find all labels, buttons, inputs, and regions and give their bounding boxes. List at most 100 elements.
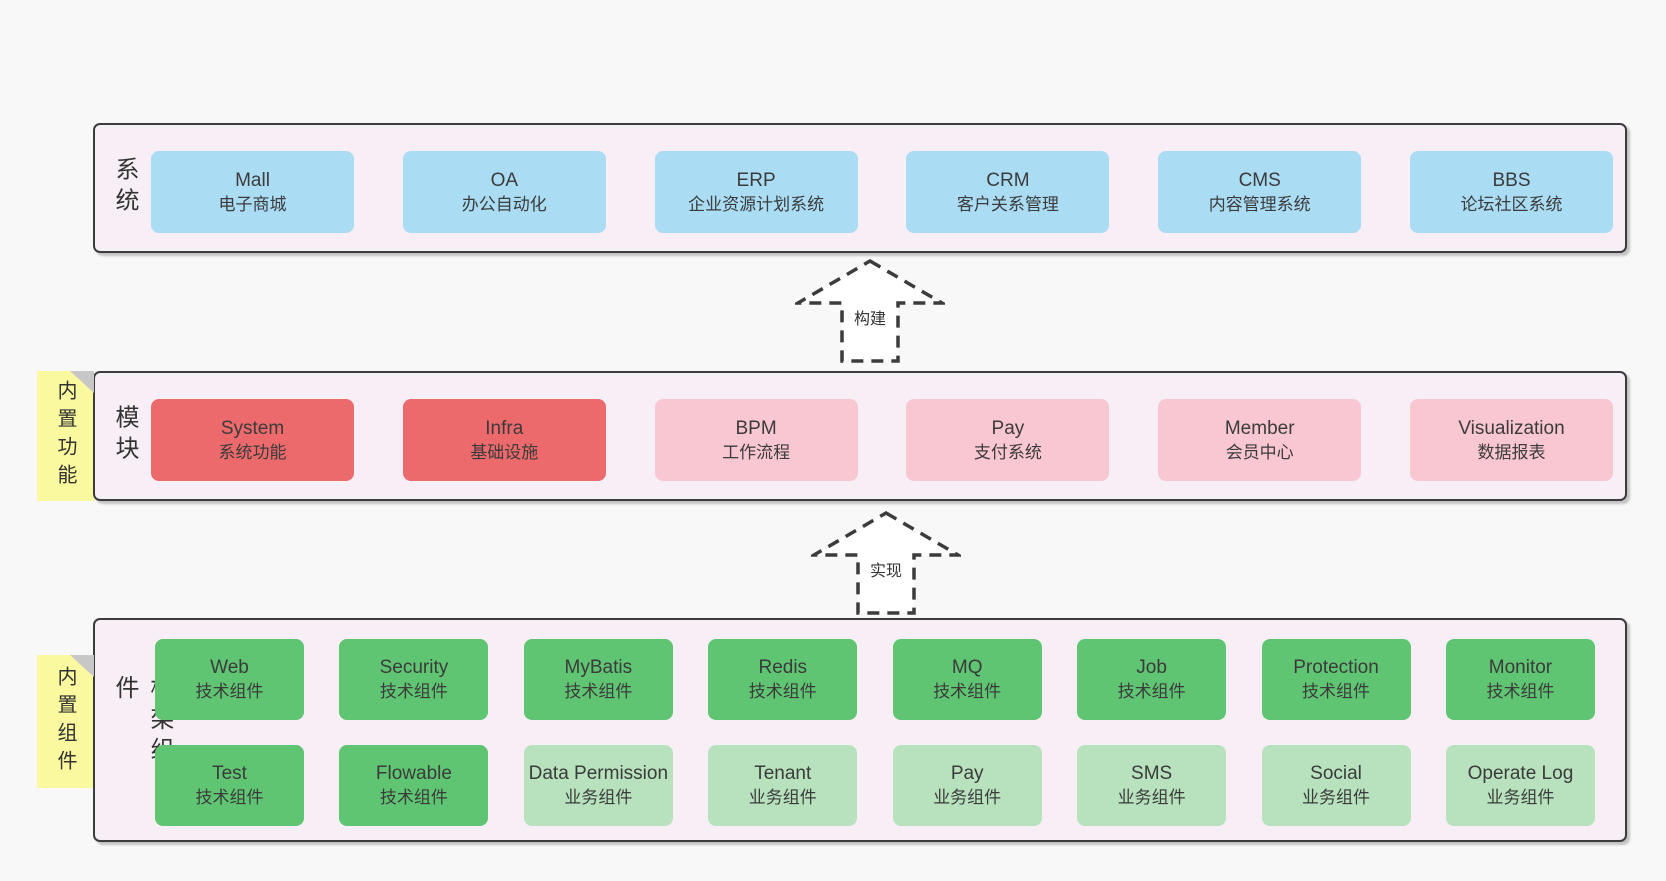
box-title: Operate Log	[1467, 763, 1574, 784]
box-title: OA	[490, 169, 519, 191]
box-title: Job	[1136, 657, 1167, 678]
arrow-implement: 实现	[811, 510, 961, 616]
box-subtitle: 办公自动化	[461, 194, 547, 214]
box-title: CMS	[1238, 169, 1281, 191]
box-monitor: Monitor 技术组件	[1445, 639, 1595, 720]
box-title: Security	[379, 657, 449, 678]
box-subtitle: 业务组件	[564, 788, 633, 807]
box-data-permission: Data Permission 业务组件	[523, 745, 673, 826]
box-subtitle: 技术组件	[379, 788, 448, 807]
box-title: Redis	[758, 657, 808, 678]
framework-components-rows: Web 技术组件 Security 技术组件 MyBatis 技术组件 Redi…	[155, 639, 1595, 826]
box-title: BBS	[1492, 169, 1531, 191]
box-mall: Mall 电子商城	[151, 151, 354, 233]
box-pay: Pay 支付系统	[906, 399, 1110, 481]
box-flowable: Flowable 技术组件	[339, 745, 489, 826]
box-subtitle: 电子商城	[218, 194, 287, 214]
framework-row-2: Test 技术组件 Flowable 技术组件 Data Permission …	[155, 745, 1595, 826]
box-subtitle: 技术组件	[748, 682, 817, 701]
box-cms: CMS 内容管理系统	[1158, 151, 1362, 233]
sticky-note-text: 内置功能	[54, 380, 76, 492]
business-systems-row: Mall 电子商城 OA 办公自动化 ERP 企业资源计划系统 CRM 客户关系…	[151, 151, 1613, 233]
box-oa: OA 办公自动化	[402, 151, 606, 233]
box-subtitle: 技术组件	[1117, 682, 1186, 701]
box-title: Tenant	[754, 763, 812, 784]
box-subtitle: 技术组件	[1302, 682, 1371, 701]
band-framework-components: 框架组件 Web 技术组件 Security 技术组件 MyBatis 技术组件…	[93, 618, 1627, 842]
box-test: Test 技术组件	[155, 745, 304, 826]
box-title: MQ	[951, 657, 983, 678]
box-title: SMS	[1131, 763, 1173, 784]
box-tenant: Tenant 业务组件	[708, 745, 858, 826]
box-subtitle: 数据报表	[1477, 442, 1546, 462]
box-bbs: BBS 论坛社区系统	[1409, 151, 1613, 233]
box-subtitle: 技术组件	[195, 788, 264, 807]
box-subtitle: 业务组件	[1486, 788, 1555, 807]
box-title: System	[220, 417, 285, 439]
box-protection: Protection 技术组件	[1261, 639, 1411, 720]
box-mq: MQ 技术组件	[892, 639, 1042, 720]
box-mybatis: MyBatis 技术组件	[523, 639, 673, 720]
box-operate-log: Operate Log 业务组件	[1445, 745, 1595, 826]
box-subtitle: 基础设施	[470, 442, 539, 462]
box-security: Security 技术组件	[339, 639, 489, 720]
box-member: Member 会员中心	[1158, 399, 1362, 481]
box-title: Flowable	[375, 763, 452, 784]
box-title: Mall	[235, 169, 270, 191]
arrow-build-label: 构建	[848, 305, 892, 329]
box-subtitle: 技术组件	[564, 682, 633, 701]
box-subtitle: 技术组件	[195, 682, 264, 701]
box-subtitle: 技术组件	[379, 682, 448, 701]
box-title: BPM	[735, 417, 777, 439]
sticky-note-built-in-components: 内置组件	[37, 655, 94, 788]
box-infra: Infra 基础设施	[402, 399, 606, 481]
box-web: Web 技术组件	[155, 639, 304, 720]
box-subtitle: 论坛社区系统	[1460, 194, 1563, 214]
box-subtitle: 业务组件	[1302, 788, 1371, 807]
box-crm: CRM 客户关系管理	[906, 151, 1110, 233]
box-title: MyBatis	[564, 657, 633, 678]
arrow-implement-label: 实现	[864, 557, 908, 581]
box-subtitle: 技术组件	[1486, 682, 1555, 701]
box-title: Pay	[950, 763, 984, 784]
box-title: CRM	[986, 169, 1030, 191]
band-common-modules: 通用模块 System 系统功能 Infra 基础设施 BPM 工作流程 Pay…	[93, 371, 1627, 501]
box-visualization: Visualization 数据报表	[1409, 399, 1613, 481]
box-title: Member	[1224, 417, 1295, 439]
box-erp: ERP 企业资源计划系统	[654, 151, 858, 233]
box-subtitle: 工作流程	[722, 442, 791, 462]
box-sms: SMS 业务组件	[1077, 745, 1227, 826]
box-subtitle: 技术组件	[933, 682, 1002, 701]
box-title: Monitor	[1488, 657, 1553, 678]
box-bpm: BPM 工作流程	[654, 399, 858, 481]
box-title: Visualization	[1458, 417, 1565, 439]
box-subtitle: 业务组件	[748, 788, 817, 807]
box-subtitle: 内容管理系统	[1208, 194, 1311, 214]
box-system: System 系统功能	[151, 399, 354, 481]
box-redis: Redis 技术组件	[708, 639, 858, 720]
box-title: Web	[210, 657, 249, 678]
box-subtitle: 业务组件	[1117, 788, 1186, 807]
framework-row-1: Web 技术组件 Security 技术组件 MyBatis 技术组件 Redi…	[155, 639, 1595, 720]
box-subtitle: 客户关系管理	[956, 194, 1059, 214]
box-title: Protection	[1293, 657, 1379, 678]
arrow-build: 构建	[795, 258, 945, 364]
common-modules-row: System 系统功能 Infra 基础设施 BPM 工作流程 Pay 支付系统…	[151, 399, 1613, 481]
box-pay-business: Pay 业务组件	[892, 745, 1042, 826]
box-title: Test	[212, 763, 247, 784]
box-title: Social	[1310, 763, 1362, 784]
box-job: Job 技术组件	[1077, 639, 1227, 720]
box-subtitle: 业务组件	[933, 788, 1002, 807]
sticky-note-built-in-features: 内置功能	[37, 371, 94, 501]
box-title: Infra	[485, 417, 524, 439]
box-subtitle: 企业资源计划系统	[688, 194, 825, 214]
box-title: ERP	[736, 169, 776, 191]
box-title: Data Permission	[528, 763, 669, 784]
band-business-systems: 业务系统 Mall 电子商城 OA 办公自动化 ERP 企业资源计划系统 CRM…	[93, 123, 1627, 253]
box-subtitle: 会员中心	[1225, 442, 1294, 462]
box-title: Pay	[991, 417, 1025, 439]
box-subtitle: 系统功能	[218, 442, 287, 462]
box-subtitle: 支付系统	[973, 442, 1042, 462]
box-social: Social 业务组件	[1261, 745, 1411, 826]
